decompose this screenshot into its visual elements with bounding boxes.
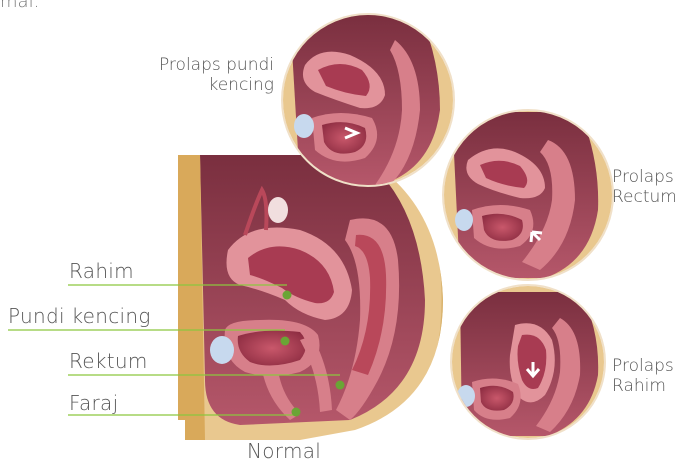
label-rektum: Rektum [69,350,148,373]
caption-rectum-prolapse: Prolaps Rectum [612,168,677,207]
caption-uterus-prolapse: Prolaps Rahim [612,357,674,396]
rectum-prolapse-figure [440,105,620,285]
top-cut-text: mal. [0,0,39,13]
caption-rectum-prolapse-line1: Prolaps [612,168,677,188]
uterus-prolapse-figure [450,285,610,445]
caption-rectum-prolapse-line2: Rectum [612,188,677,208]
caption-normal: Normal [247,440,321,463]
caption-bladder-prolapse: Prolaps pundi kencing [114,56,274,95]
caption-bladder-prolapse-line1: Prolaps pundi [114,56,274,76]
caption-uterus-prolapse-line2: Rahim [612,377,674,397]
label-rahim: Rahim [69,260,134,283]
caption-uterus-prolapse-line1: Prolaps [612,357,674,377]
caption-bladder-prolapse-line2: kencing [114,76,274,96]
label-pundi-kencing: Pundi kencing [8,305,151,328]
label-faraj: Faraj [69,392,118,415]
normal-anatomy [170,150,460,450]
